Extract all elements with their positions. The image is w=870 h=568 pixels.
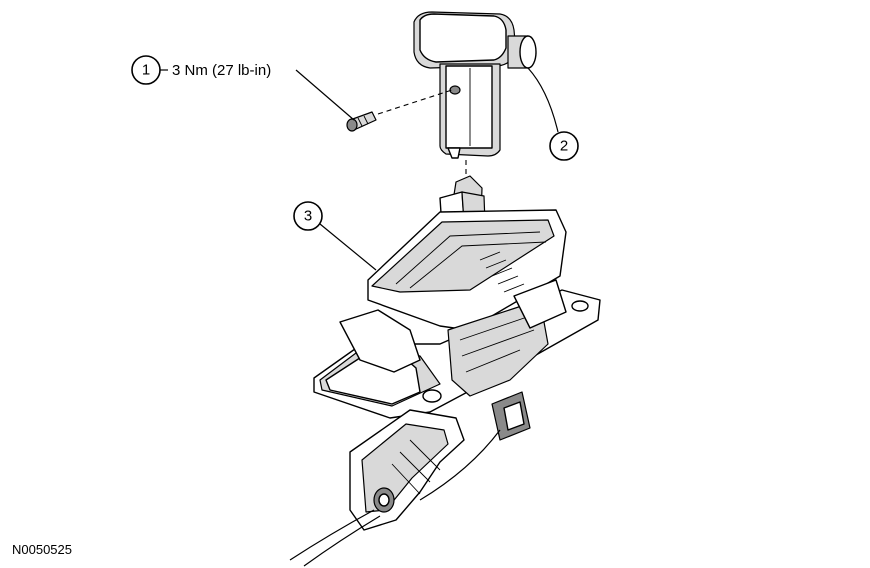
callout-3-number: 3 [304,208,312,225]
callout-1: 1 3 Nm (27 lb-in) [131,55,355,121]
callout-2: 2 [527,67,579,161]
shift-knob-part [413,11,537,159]
screw-part [346,111,377,132]
callout-3: 3 [293,201,377,271]
callout-1-number: 1 [142,62,150,79]
callout-2-number: 2 [560,138,568,155]
figure-reference: N0050525 [12,542,72,557]
shifter-assembly-part [289,175,601,567]
alignment-line-screw [377,89,453,115]
torque-spec-label: 3 Nm (27 lb-in) [172,62,271,79]
